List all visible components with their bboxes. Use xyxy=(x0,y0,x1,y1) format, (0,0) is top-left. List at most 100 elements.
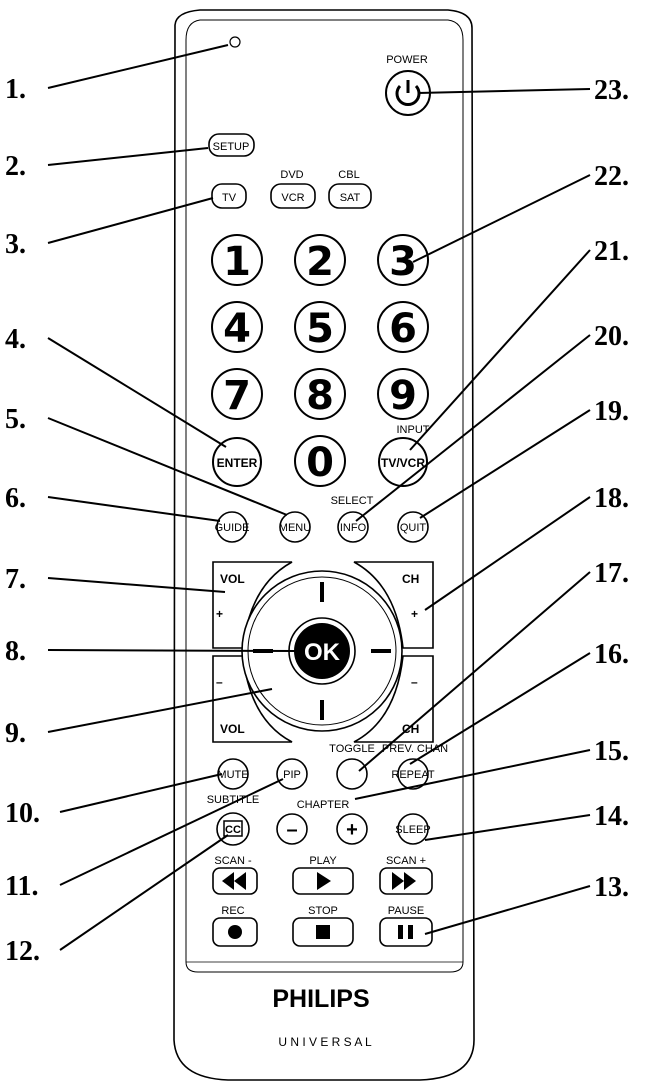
repeat-label: REPEAT xyxy=(391,769,434,781)
leader-lines xyxy=(47,44,591,951)
ch-plus-label: CH xyxy=(402,572,419,586)
setup-button[interactable]: SETUP xyxy=(208,133,255,157)
callout-5: 5. xyxy=(5,404,26,435)
fast-forward-icon xyxy=(392,872,404,890)
guide-label: GUIDE xyxy=(215,522,250,534)
ok-button[interactable]: OK xyxy=(288,617,356,685)
chapter-label: CHAPTER xyxy=(297,799,350,811)
info-button[interactable]: INFO xyxy=(337,511,369,543)
digit-1-button[interactable]: 1 xyxy=(211,234,263,286)
chapter-minus-sign: – xyxy=(286,819,297,841)
callout-9: 9. xyxy=(5,718,26,749)
callout-2: 2. xyxy=(5,151,26,182)
callout-11: 11. xyxy=(5,871,38,902)
sleep-label: SLEEP xyxy=(395,824,430,836)
rewind-button[interactable] xyxy=(212,867,258,895)
record-button[interactable] xyxy=(212,917,258,947)
vol-plus-label: VOL xyxy=(220,572,245,586)
quit-label: QUIT xyxy=(400,522,427,534)
toggle-label: TOGGLE xyxy=(329,743,375,755)
ch-plus-button[interactable] xyxy=(353,561,434,649)
guide-button[interactable]: GUIDE xyxy=(215,511,250,543)
cbl-label: CBL xyxy=(338,169,359,181)
callout-4: 4. xyxy=(5,324,26,355)
scanplus-label: SCAN + xyxy=(386,855,426,867)
enter-label: ENTER xyxy=(217,456,258,470)
scanminus-label: SCAN - xyxy=(214,855,252,867)
quit-button[interactable]: QUIT xyxy=(397,511,429,543)
digit-1-label: 1 xyxy=(223,239,251,285)
digit-3-label: 3 xyxy=(389,239,417,285)
callout-7: 7. xyxy=(5,564,26,595)
callout-1: 1. xyxy=(5,74,26,105)
mute-button[interactable]: MUTE xyxy=(217,758,249,790)
callout-18: 18. xyxy=(594,483,629,514)
digit-6-label: 6 xyxy=(389,306,417,352)
play-label: PLAY xyxy=(309,855,337,867)
setup-label: SETUP xyxy=(213,141,250,153)
play-icon xyxy=(317,872,331,890)
dvd-label: DVD xyxy=(280,169,303,181)
cc-label: CC xyxy=(225,824,241,836)
chapter-minus-button[interactable]: – xyxy=(276,813,308,845)
callout-20: 20. xyxy=(594,321,629,352)
pause-button[interactable] xyxy=(379,917,433,947)
stop-label: STOP xyxy=(308,905,338,917)
digit-7-button[interactable]: 7 xyxy=(211,368,263,420)
info-label: INFO xyxy=(340,522,367,534)
stop-button[interactable] xyxy=(292,917,354,947)
digit-6-button[interactable]: 6 xyxy=(377,301,429,353)
ch-plus-sign: + xyxy=(411,607,418,621)
remote-inner-edge xyxy=(185,19,464,973)
tvvcr-button[interactable]: TV/VCR xyxy=(378,437,428,487)
digit-5-button[interactable]: 5 xyxy=(294,301,346,353)
repeat-button[interactable]: REPEAT xyxy=(391,758,435,790)
digit-0-label: 0 xyxy=(306,440,334,486)
digit-2-button[interactable]: 2 xyxy=(294,234,346,286)
toggle-button[interactable] xyxy=(336,758,368,790)
callout-14: 14. xyxy=(594,801,629,832)
prevchan-label: PREV. CHAN xyxy=(382,743,448,755)
digit-4-button[interactable]: 4 xyxy=(211,301,263,353)
callout-15: 15. xyxy=(594,736,629,767)
rec-label: REC xyxy=(221,905,244,917)
power-label: POWER xyxy=(386,54,428,66)
digit-8-label: 8 xyxy=(306,373,334,419)
sleep-button[interactable]: SLEEP xyxy=(395,813,431,845)
mute-label: MUTE xyxy=(217,769,248,781)
digit-3-button[interactable]: 3 xyxy=(377,234,429,286)
vol-plus-sign: + xyxy=(216,607,223,621)
ch-minus-button[interactable] xyxy=(353,655,434,743)
callout-17: 17. xyxy=(594,558,629,589)
play-button[interactable] xyxy=(292,867,354,895)
pip-label: PIP xyxy=(283,769,301,781)
callout-16: 16. xyxy=(594,639,629,670)
digit-5-label: 5 xyxy=(306,306,334,352)
callout-12: 12. xyxy=(5,936,40,967)
menu-button[interactable]: MENU xyxy=(279,511,311,543)
vcr-button[interactable]: VCR xyxy=(270,183,316,209)
select-label: SELECT xyxy=(331,495,374,507)
stop-icon xyxy=(316,925,330,939)
callout-21: 21. xyxy=(594,236,629,267)
digit-9-button[interactable]: 9 xyxy=(377,368,429,420)
digit-2-label: 2 xyxy=(306,239,334,285)
digit-9-label: 9 xyxy=(389,373,417,419)
sat-label: SAT xyxy=(340,192,361,204)
pause-label: PAUSE xyxy=(388,905,424,917)
fast-forward-button[interactable] xyxy=(379,867,433,895)
callout-6: 6. xyxy=(5,483,26,514)
subtitle-label: SUBTITLE xyxy=(207,794,260,806)
pip-button[interactable]: PIP xyxy=(276,758,308,790)
tv-button[interactable]: TV xyxy=(211,183,247,209)
record-icon xyxy=(228,925,242,939)
chapter-plus-button[interactable]: + xyxy=(336,813,368,845)
digit-7-label: 7 xyxy=(223,373,251,419)
tv-label: TV xyxy=(222,192,237,204)
callout-8: 8. xyxy=(5,636,26,667)
digit-0-button[interactable]: 0 xyxy=(294,435,346,487)
digit-8-button[interactable]: 8 xyxy=(294,368,346,420)
sat-button[interactable]: SAT xyxy=(328,183,372,209)
enter-button[interactable]: ENTER xyxy=(212,437,262,487)
